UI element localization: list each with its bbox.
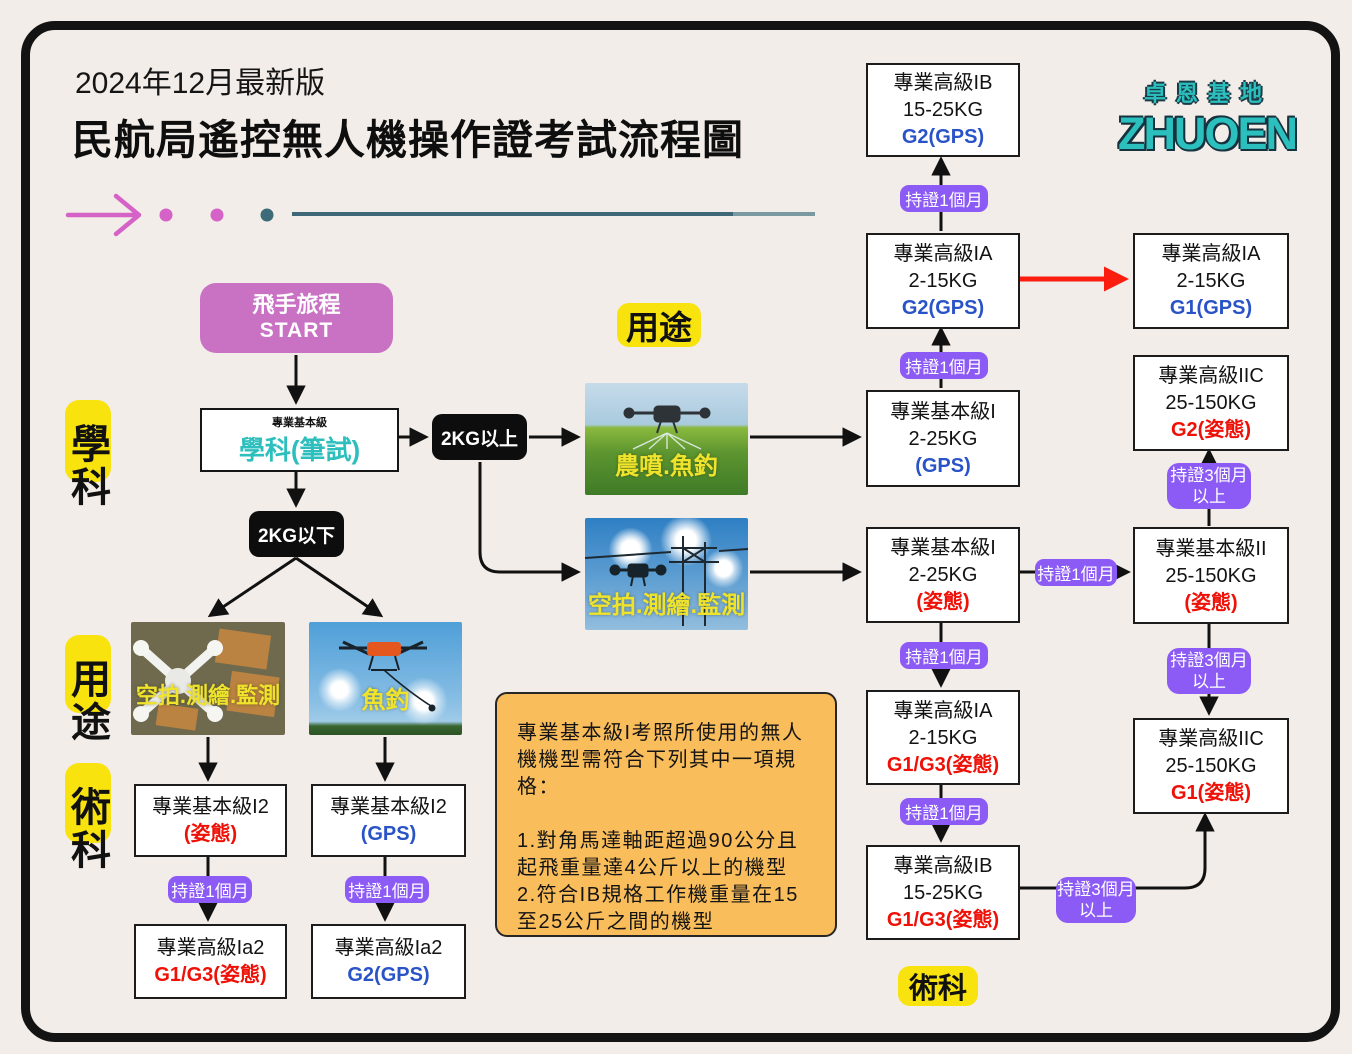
badge-hold-1-month: 持證1個月 (900, 642, 988, 669)
start-line1: 飛手旅程 (252, 292, 341, 317)
photo-caption: 空拍.測繪.監測 (135, 683, 281, 708)
arrow-ibg1g3-to-iicg1 (1018, 812, 1215, 890)
deco-dot-teal (260, 208, 274, 222)
cert-ia2-g1g3-node: 專業高級Ia2 G1/G3(姿態) (134, 924, 287, 999)
badge-hold-1-month: 持證1個月 (900, 352, 988, 379)
cert-i2-att-node: 專業基本級I2 (姿態) (134, 784, 287, 857)
label-purpose-top: 用途 (617, 303, 701, 347)
cert-ib-g1g3-node: 專業高級IB 15-25KG G1/G3(姿態) (866, 845, 1020, 940)
photo-aerial-powerline: 空拍.測繪.監測 (585, 518, 748, 630)
photo-fishing-drone: 魚釣 (309, 622, 462, 735)
badge-hold-3-months: 持證3個月 以上 (1167, 648, 1251, 694)
logo: 卓恩基地 ZHUOEN (1118, 76, 1298, 160)
photo-caption: 魚釣 (361, 687, 410, 714)
exam-name: 學科(筆試) (238, 434, 361, 465)
spray-drone-icon (623, 405, 711, 450)
cert-ia-g1g3-node: 專業高級IA 2-15KG G1/G3(姿態) (866, 690, 1020, 785)
logo-chinese: 卓恩基地 (1143, 81, 1272, 106)
note-box: 專業基本級I考照所使用的無人機機型需符合下列其中一項規格： 1.對角馬達軸距超過… (495, 692, 837, 937)
cert-iic-g1-node: 專業高級IIC 25-150KG G1(姿態) (1133, 718, 1289, 814)
logo-wordmark: ZHUOEN (1118, 108, 1298, 159)
deco-dot-pink-2 (210, 208, 224, 222)
deco-header (65, 193, 815, 237)
photo-caption: 空拍.測繪.監測 (587, 592, 746, 619)
cert-basic1-gps-node: 專業基本級I 2-25KG (GPS) (866, 390, 1020, 487)
photo-caption: 農噴.魚釣 (615, 453, 718, 480)
side-label-subject: 學科 (65, 400, 111, 510)
badge-hold-1-month: 持證1個月 (1035, 559, 1117, 586)
note-paragraph-3: 2.符合IB規格工作機重量在15至25公斤之間的機型 (517, 884, 799, 933)
badge-hold-3-months: 持證3個月 以上 (1056, 877, 1136, 923)
white-drone-icon (133, 640, 223, 722)
deco-pink-arrow (65, 193, 142, 237)
note-paragraph-2: 1.對角馬達軸距超過90公分且起飛重量達4公斤以上的機型 (517, 830, 799, 879)
note-paragraph-1: 專業基本級I考照所使用的無人機機型需符合下列其中一項規格： (517, 722, 804, 798)
cert-iic-g2-node: 專業高級IIC 25-150KG G2(姿態) (1133, 355, 1289, 451)
label-practical-bottom: 術科 (898, 966, 978, 1006)
badge-hold-1-month: 持證1個月 (345, 876, 429, 903)
photo-agri-spray: 農噴.魚釣 (585, 383, 748, 495)
exam-tag: 專業基本級 (272, 416, 327, 429)
cert-ia-g1-node: 專業高級IA 2-15KG G1(GPS) (1133, 233, 1289, 329)
cert-ib-g2-node: 專業高級IB 15-25KG G2(GPS) (866, 63, 1020, 157)
side-label-purpose: 用途 (65, 635, 111, 745)
badge-hold-1-month: 持證1個月 (900, 185, 988, 212)
start-node: 飛手旅程 START (200, 283, 393, 353)
deco-dot-pink-1 (159, 208, 173, 222)
start-line2: START (259, 319, 334, 342)
badge-hold-1-month: 持證1個月 (168, 876, 252, 903)
cert-ia2-g2-node: 專業高級Ia2 G2(GPS) (311, 924, 466, 999)
weight-below-2kg-node: 2KG以下 (249, 511, 344, 557)
weight-above-2kg-node: 2KG以上 (432, 414, 527, 460)
written-exam-node: 專業基本級 學科(筆試) (200, 408, 399, 472)
page-title: 民航局遙控無人機操作證考試流程圖 (72, 117, 744, 163)
powerline-drone-icon (585, 536, 748, 626)
fishing-drone-icon (339, 640, 436, 712)
version-label: 2024年12月最新版 (75, 67, 326, 100)
arrow-above2kg-to-power (478, 462, 581, 582)
photo-aerial-topview: 空拍.測繪.監測 (131, 622, 285, 735)
cert-ia-g2-node: 專業高級IA 2-15KG G2(GPS) (866, 233, 1020, 329)
side-label-practical: 術科 (65, 763, 111, 873)
cert-basic2-att-node: 專業基本級II 25-150KG (姿態) (1133, 527, 1289, 624)
badge-hold-1-month: 持證1個月 (900, 798, 988, 825)
arrow-below2kg-to-fishing (295, 556, 384, 618)
arrow-below2kg-to-topview (207, 556, 297, 618)
badge-hold-3-months: 持證3個月 以上 (1167, 463, 1251, 509)
cert-i2-gps-node: 專業基本級I2 (GPS) (311, 784, 466, 857)
cert-basic1-att-node: 專業基本級I 2-25KG (姿態) (866, 527, 1020, 623)
